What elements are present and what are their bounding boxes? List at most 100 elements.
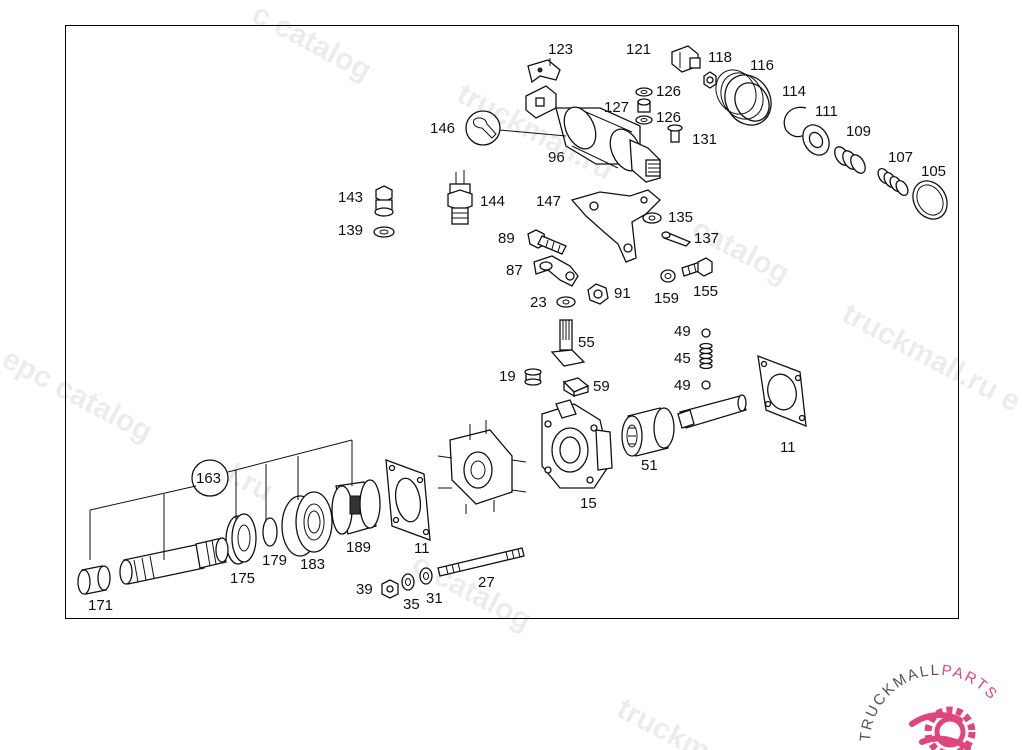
logo-text-accent: PARTS xyxy=(941,662,1002,704)
part-127 xyxy=(637,98,651,113)
part-135 xyxy=(642,212,662,224)
label-19: 19 xyxy=(499,368,516,385)
truckmall-parts-logo: TRUCKMALLPARTS xyxy=(857,662,1002,750)
label-89: 89 xyxy=(498,230,515,247)
watermark-text: truckm xyxy=(612,692,716,750)
part-39 xyxy=(381,579,399,599)
part-45 xyxy=(699,342,713,370)
gear-icon xyxy=(909,706,976,750)
part-118 xyxy=(703,71,717,89)
part-171 xyxy=(77,565,111,595)
label-55: 55 xyxy=(578,334,595,351)
part-175 xyxy=(225,513,257,565)
label-111: 111 xyxy=(815,103,838,120)
label-131: 131 xyxy=(692,131,717,148)
part-159 xyxy=(660,269,676,283)
label-51: 51 xyxy=(641,457,658,474)
label-27: 27 xyxy=(478,574,495,591)
label-116: 116 xyxy=(750,57,774,74)
part-107 xyxy=(877,167,909,197)
part-179 xyxy=(262,517,278,547)
part-116 xyxy=(715,69,772,126)
part-147 xyxy=(570,189,661,263)
label-126: 126 xyxy=(656,83,681,100)
label-39: 39 xyxy=(356,581,373,598)
label-35: 35 xyxy=(403,596,420,613)
watermark-text: epc catalog xyxy=(0,342,158,449)
part-131 xyxy=(667,124,683,143)
label-123: 123 xyxy=(548,41,573,58)
label-23: 23 xyxy=(530,294,547,311)
part-123 xyxy=(527,58,561,84)
label-137: 137 xyxy=(694,230,719,247)
diagram-frame xyxy=(65,25,959,619)
label-126: 126 xyxy=(656,109,681,126)
kit-163-leader xyxy=(89,439,353,560)
part-drive-shaft xyxy=(119,537,229,585)
watermark-text: catalog xyxy=(687,212,795,290)
part-89 xyxy=(527,229,567,255)
part-105 xyxy=(912,180,948,220)
part-11-shaft xyxy=(677,394,747,429)
part-labels: 123 121 118 116 114 111 109 107 105 126 … xyxy=(88,41,946,614)
label-49: 49 xyxy=(674,323,691,340)
watermark-text: c catalog xyxy=(247,0,377,87)
label-171: 171 xyxy=(88,597,113,614)
watermark-text: l.ru xyxy=(222,457,279,508)
label-143: 143 xyxy=(338,189,363,206)
label-159: 159 xyxy=(654,290,679,307)
part-139 xyxy=(373,226,395,238)
part-183 xyxy=(281,491,333,557)
label-31: 31 xyxy=(426,590,443,607)
part-11-gasket xyxy=(757,354,807,428)
label-105: 105 xyxy=(921,163,946,180)
label-175: 175 xyxy=(230,570,255,587)
part-155 xyxy=(681,257,713,277)
label-135: 135 xyxy=(668,209,693,226)
part-49-ball xyxy=(701,328,711,338)
part-51 xyxy=(621,407,675,457)
label-15: 15 xyxy=(580,495,597,512)
part-144 xyxy=(447,170,473,225)
part-31 xyxy=(419,567,433,585)
part-91 xyxy=(587,283,609,305)
label-189: 189 xyxy=(346,539,371,556)
label-109: 109 xyxy=(846,123,871,140)
label-49: 49 xyxy=(674,377,691,394)
label-91: 91 xyxy=(614,285,631,302)
label-118: 118 xyxy=(708,49,732,66)
part-111 xyxy=(802,124,830,156)
label-96: 96 xyxy=(548,149,565,166)
part-49-ball xyxy=(701,380,711,390)
part-121 xyxy=(671,45,701,73)
label-183: 183 xyxy=(300,556,325,573)
label-121: 121 xyxy=(626,41,651,58)
part-126-washer xyxy=(635,87,653,97)
label-163: 163 xyxy=(196,470,221,487)
part-19 xyxy=(524,368,542,386)
label-11: 11 xyxy=(780,439,796,456)
label-114: 114 xyxy=(782,83,806,100)
part-109 xyxy=(834,146,866,174)
part-15 xyxy=(541,399,613,489)
label-155: 155 xyxy=(693,283,718,300)
part-55 xyxy=(550,319,586,367)
label-127: 127 xyxy=(604,99,629,116)
part-143 xyxy=(374,185,394,217)
part-137 xyxy=(661,231,692,247)
part-11-gasket xyxy=(385,459,431,541)
label-45: 45 xyxy=(674,350,691,367)
part-114 xyxy=(783,106,807,138)
part-35 xyxy=(401,573,415,591)
part-189 xyxy=(331,479,381,535)
part-27 xyxy=(437,547,525,577)
label-144: 144 xyxy=(480,193,505,210)
label-147: 147 xyxy=(536,193,561,210)
part-center-hub xyxy=(437,420,527,514)
watermark-text: truckmall.ru e xyxy=(837,297,1024,419)
label-179: 179 xyxy=(262,552,287,569)
part-87 xyxy=(533,255,579,287)
part-59 xyxy=(562,377,590,398)
label-11: 11 xyxy=(414,540,430,557)
